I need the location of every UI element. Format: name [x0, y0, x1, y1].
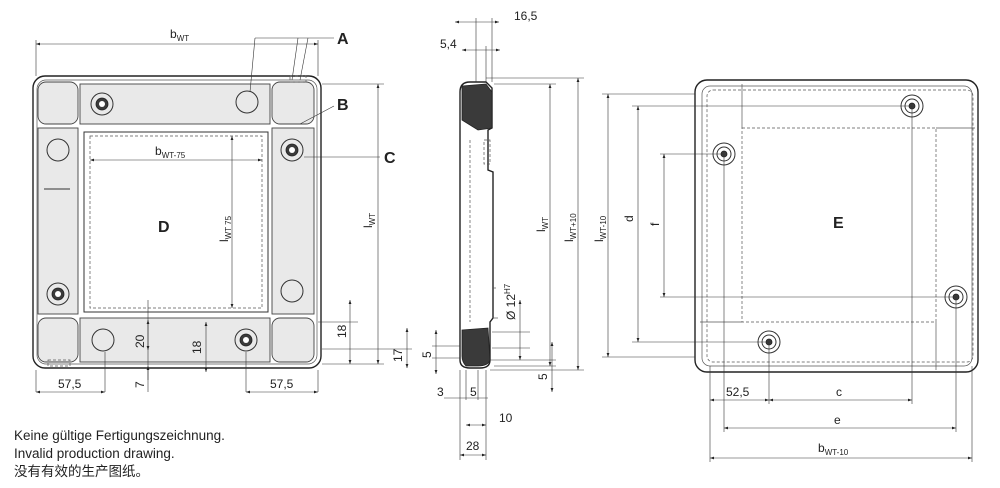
- dim-lwt10-plate-label: lWT-10: [592, 215, 608, 242]
- dim-57-5-right: 57,5: [270, 377, 294, 391]
- callout-d: D: [158, 219, 170, 236]
- dim-bwt10-label: bWT-10: [818, 441, 849, 457]
- dim-52-5: 52,5: [726, 385, 750, 399]
- dim-57-5-left: 57,5: [58, 377, 82, 391]
- workpiece-carrier-outline: [32, 75, 322, 369]
- dim-lwt-side-label: lWT: [534, 217, 550, 232]
- bushing-bottom-right: [234, 328, 258, 352]
- dim-lwt-front-label: lWT: [361, 213, 377, 228]
- callout-a: A: [337, 31, 349, 48]
- dim-c: c: [836, 385, 842, 399]
- dim-5-right: 5: [536, 373, 550, 380]
- note-chinese: 没有有效的生产图纸。: [14, 464, 149, 479]
- front-view: [32, 75, 322, 392]
- callout-b: B: [337, 97, 349, 114]
- dim-17: 17: [391, 348, 405, 362]
- dim-16-5: 16,5: [514, 9, 538, 23]
- dim-bwt75-label: bWT-75: [155, 144, 186, 160]
- dim-5-vertical: 5: [420, 351, 434, 358]
- callout-e: E: [833, 215, 844, 232]
- dim-20: 20: [133, 334, 147, 348]
- dim-bwt-label: bWT: [170, 27, 189, 43]
- dim-lwt75-label: lWT 75: [217, 215, 233, 242]
- callout-c: C: [384, 150, 396, 167]
- note-german: Keine gültige Fertigungszeichnung.: [14, 428, 225, 443]
- dim-7: 7: [133, 381, 147, 388]
- dim-5-bottom: 5: [470, 385, 477, 399]
- dim-18-inner: 18: [190, 340, 204, 354]
- dim-18-outer: 18: [335, 324, 349, 338]
- note-english: Invalid production drawing.: [14, 446, 175, 461]
- dim-28: 28: [466, 439, 480, 453]
- dim-10: 10: [499, 411, 513, 425]
- dim-f: f: [648, 222, 662, 226]
- dim-5-4: 5,4: [440, 37, 457, 51]
- bushing-top-left: [90, 92, 114, 116]
- dim-lwt10-label: lWT+10: [562, 213, 578, 242]
- dim-d: d: [622, 215, 636, 222]
- side-section-view: [459, 81, 498, 369]
- dim-e: e: [834, 413, 841, 427]
- bushing-left-lower: [46, 282, 70, 306]
- drawing-notes: Keine gültige Fertigungszeichnung. Inval…: [14, 427, 225, 481]
- dim-3: 3: [437, 385, 444, 399]
- bushing-right-upper: [280, 138, 304, 162]
- bore-label: Ø 12H7: [503, 283, 518, 320]
